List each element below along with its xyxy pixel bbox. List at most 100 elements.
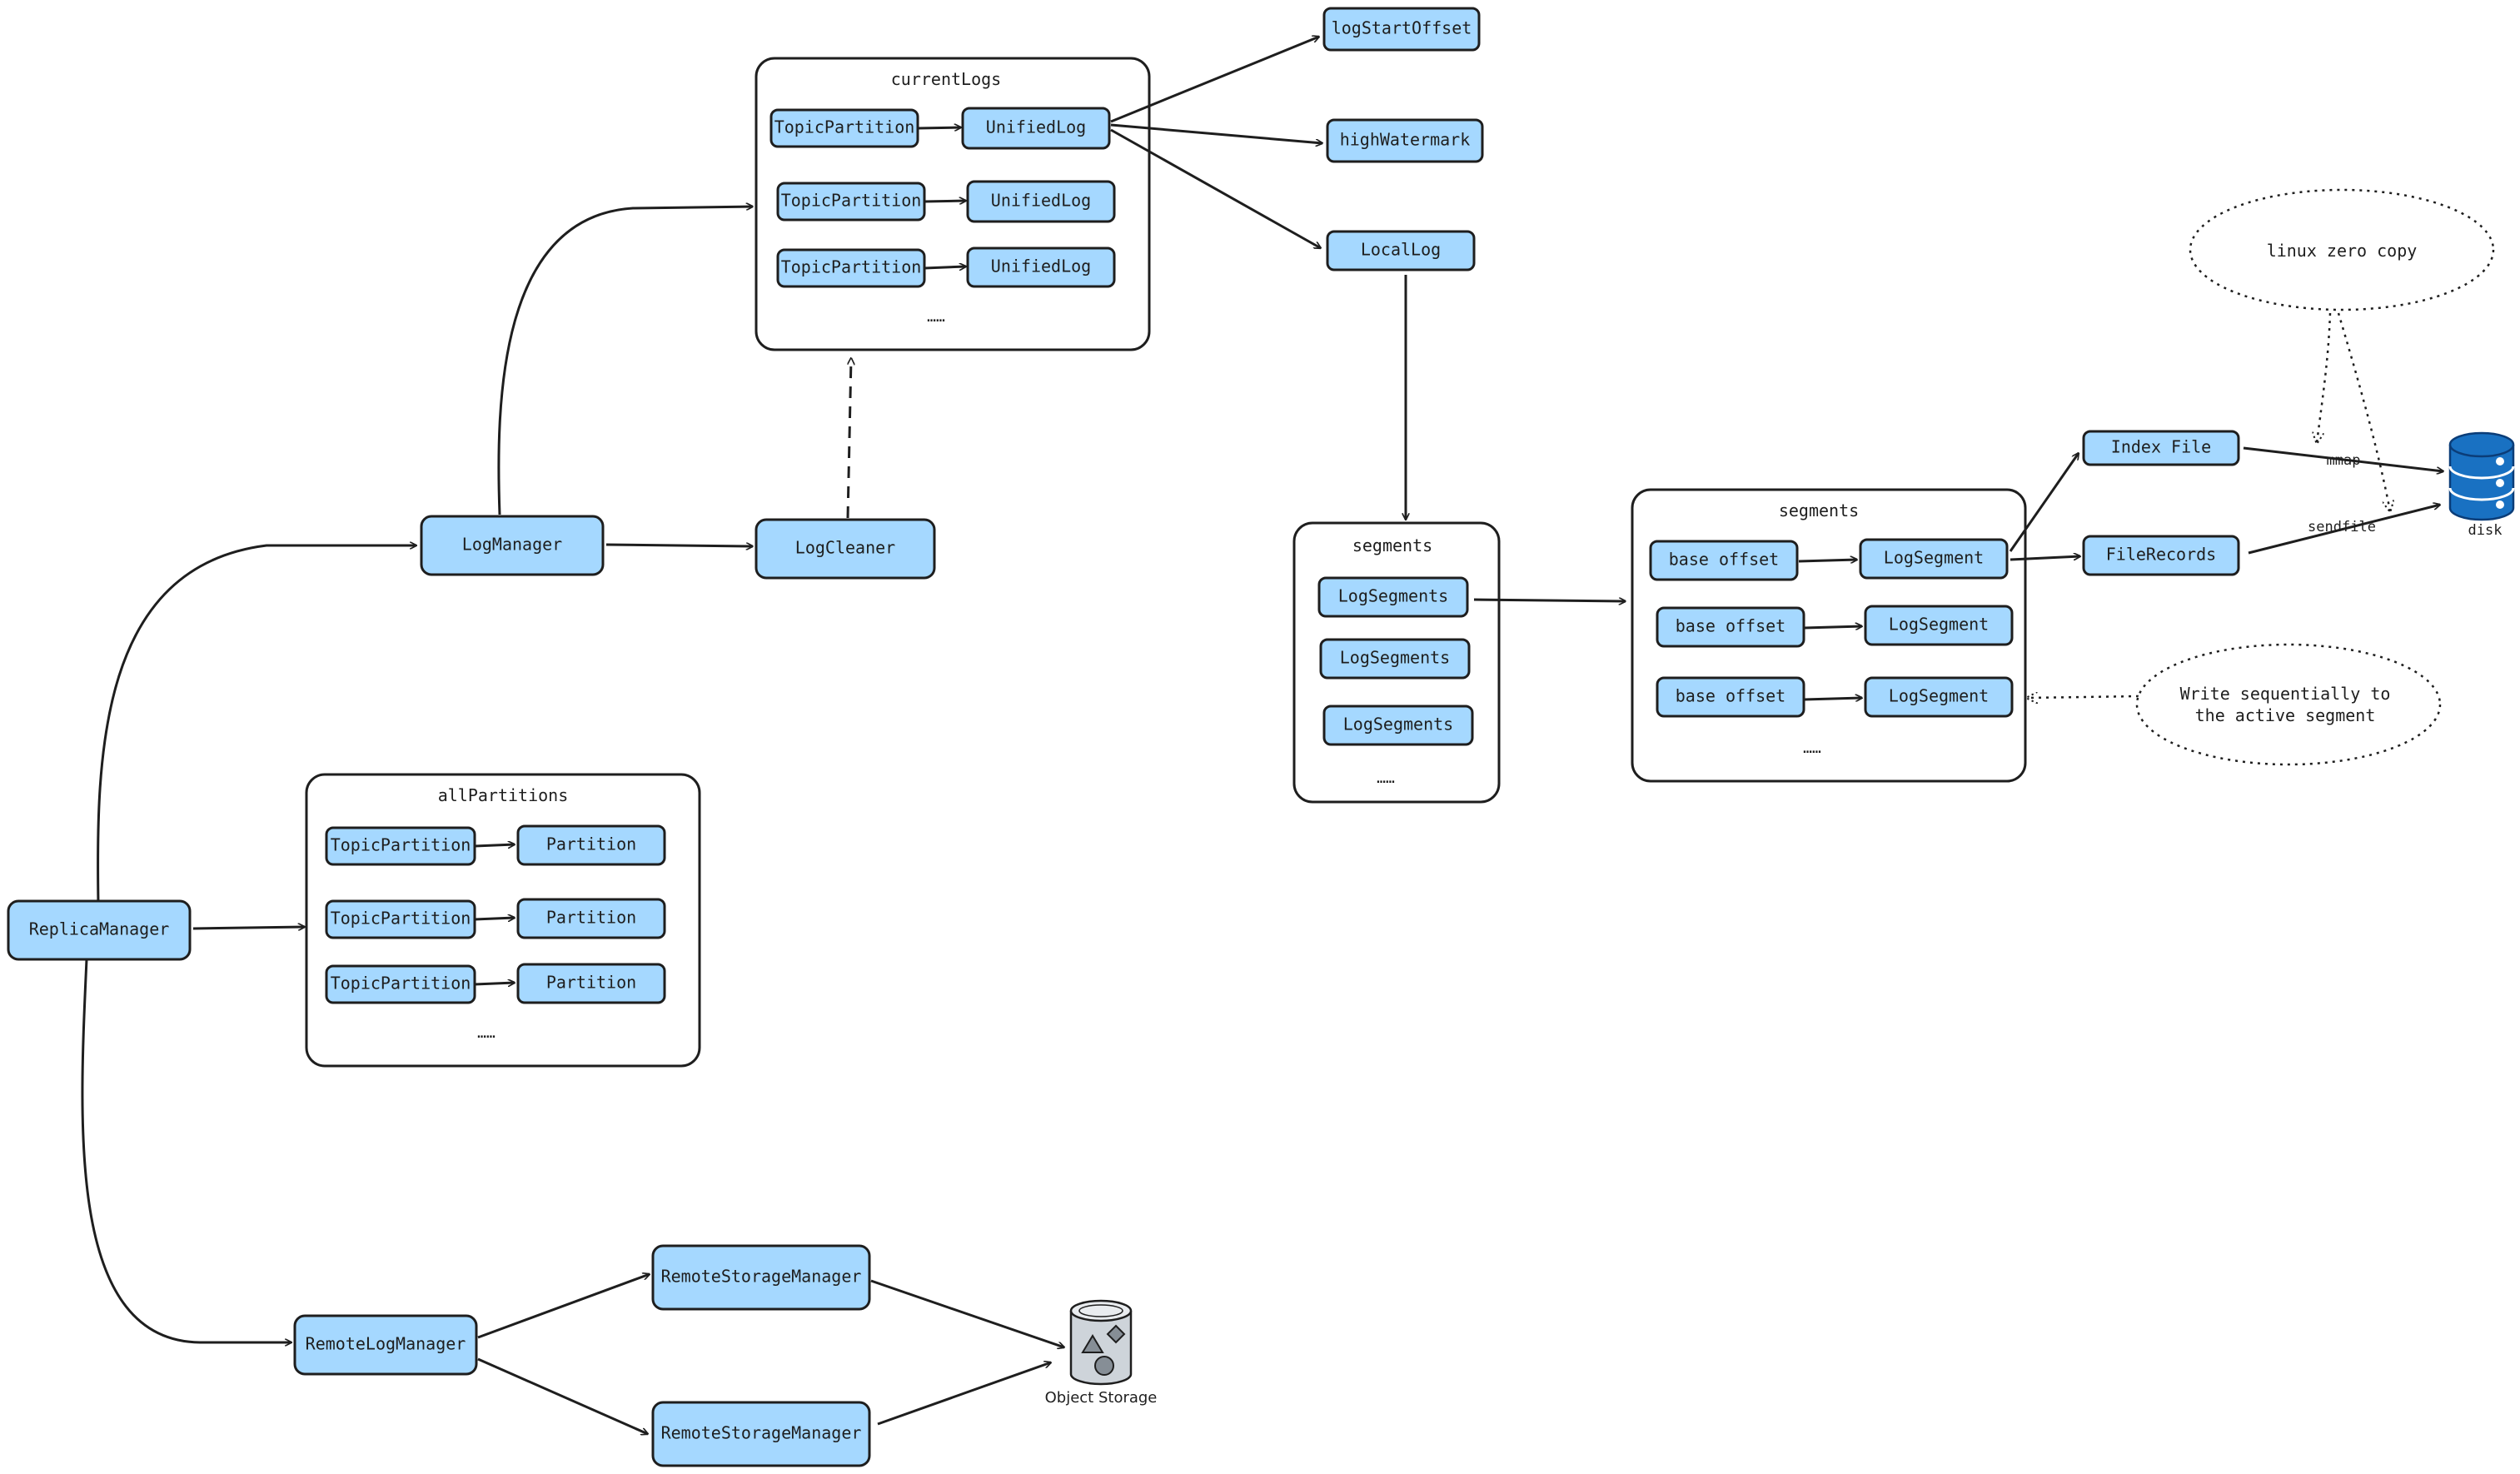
edge-zerocopy-to-mmap (2317, 312, 2332, 443)
node-label: base offset (1676, 616, 1785, 636)
node-label: UnifiedLog (986, 117, 1086, 137)
node-partition-3[interactable]: Partition (516, 963, 666, 1004)
container-title: currentLogs (891, 69, 1001, 89)
edge-storage-2-to-object (877, 1362, 1051, 1426)
node-topic-partition-5[interactable]: TopicPartition (325, 899, 476, 939)
node-topic-partition-6[interactable]: TopicPartition (325, 964, 476, 1004)
node-label: UnifiedLog (991, 191, 1091, 211)
edge-logmanager-to-currentlogs (497, 207, 753, 515)
edge-filerecords-to-disk (2248, 505, 2440, 555)
edge-writeseq-to-activesegment (2027, 696, 2139, 698)
node-unified-log-3[interactable]: UnifiedLog (966, 246, 1116, 288)
node-log-segment-2[interactable]: LogSegment (1864, 605, 2014, 646)
node-label: logStartOffset (1332, 18, 1472, 38)
node-label: LogSegment (1889, 615, 1989, 635)
node-topic-partition-4[interactable]: TopicPartition (325, 826, 476, 866)
node-log-manager[interactable]: LogManager (420, 515, 605, 576)
node-topic-partition-2[interactable]: TopicPartition (776, 182, 926, 222)
node-log-segments-1[interactable]: LogSegments (1317, 576, 1469, 618)
node-topic-partition-1[interactable]: TopicPartition (769, 108, 919, 148)
node-high-watermark[interactable]: highWatermark (1326, 118, 1484, 163)
edge-indexfile-to-disk (2243, 446, 2443, 471)
edge-baseoffset-to-logsegment-3 (1803, 698, 1862, 700)
node-log-start-offset[interactable]: logStartOffset (1322, 7, 1481, 52)
edge-baseoffset-to-logsegment-1 (1798, 560, 1857, 561)
node-label: LogSegments (1343, 715, 1453, 735)
node-label: LocalLog (1361, 240, 1441, 260)
node-replica-manager[interactable]: ReplicaManager (7, 899, 192, 961)
edge-replica-to-allpartitions (192, 927, 305, 929)
container-current-logs: currentLogs …… (755, 57, 1151, 351)
container-title: segments (1779, 500, 1859, 520)
edge-tp-to-unifiedlog-1 (917, 127, 961, 128)
node-label: Index File (2111, 437, 2211, 457)
node-label: LogCleaner (795, 538, 895, 558)
edge-unifiedlog-to-locallog (1110, 128, 1321, 250)
node-remote-storage-manager-1[interactable]: RemoteStorageManager (651, 1244, 871, 1311)
node-label: ReplicaManager (29, 919, 170, 939)
edge-unifiedlog-to-logstartoffset (1110, 37, 1319, 123)
node-log-segment-3[interactable]: LogSegment (1864, 676, 2014, 718)
node-label: FileRecords (2106, 545, 2216, 565)
node-label: base offset (1676, 686, 1785, 706)
node-index-file[interactable]: Index File (2082, 430, 2240, 466)
node-base-offset-1[interactable]: base offset (1649, 540, 1799, 581)
edge-logsegment-to-filerecords (2010, 556, 2080, 561)
object-storage-icon (1069, 1299, 1133, 1386)
edge-replica-to-remotelogmanager (81, 959, 291, 1342)
more-indicator: …… (927, 308, 945, 326)
edges (81, 37, 2443, 1434)
node-file-records[interactable]: FileRecords (2082, 535, 2240, 576)
node-log-cleaner[interactable]: LogCleaner (755, 518, 936, 580)
node-label: TopicPartition (781, 191, 922, 211)
callout-text-line2: the active segment (2195, 705, 2376, 725)
node-label: RemoteLogManager (306, 1334, 466, 1354)
node-log-segments-2[interactable]: LogSegments (1319, 638, 1471, 680)
node-log-segment-active[interactable]: LogSegment (1859, 538, 2009, 580)
callout-zero-copy: linux zero copy (2189, 188, 2495, 311)
mmap-label: mmap (2327, 452, 2361, 469)
database-icon (2448, 431, 2515, 521)
container-segments-mid: segments …… (1292, 521, 1501, 804)
edge-logsegments-to-segments (1473, 600, 1626, 601)
more-indicator: …… (1803, 739, 1821, 757)
node-label: LogSegment (1884, 548, 1984, 568)
callout-write-sequential: Write sequentially to the active segment (2135, 643, 2442, 766)
edge-storage-1-to-object (870, 1279, 1064, 1347)
node-label: RemoteStorageManager (661, 1267, 862, 1287)
callout-text-line1: Write sequentially to (2180, 684, 2391, 704)
node-label: Partition (546, 973, 636, 993)
node-label: base offset (1669, 550, 1779, 570)
node-label: LogManager (462, 535, 562, 555)
edge-replica-to-logmanager (97, 545, 416, 904)
sendfile-label: sendfile (2308, 519, 2376, 535)
node-label: LogSegments (1340, 648, 1450, 668)
node-unified-log-2[interactable]: UnifiedLog (966, 180, 1116, 223)
node-remote-storage-manager-2[interactable]: RemoteStorageManager (651, 1401, 871, 1467)
edge-tp-to-partition-3 (474, 983, 515, 984)
node-base-offset-2[interactable]: base offset (1656, 606, 1805, 648)
node-unified-log-1[interactable]: UnifiedLog (961, 107, 1111, 150)
node-partition-2[interactable]: Partition (516, 898, 666, 939)
node-label: TopicPartition (774, 117, 915, 137)
edge-tp-to-unifiedlog-3 (924, 266, 966, 268)
callout-text: linux zero copy (2267, 241, 2418, 261)
node-log-segments-3[interactable]: LogSegments (1322, 705, 1474, 746)
edge-remotelog-to-storage-1 (477, 1274, 650, 1339)
disk-label: disk (2468, 522, 2503, 539)
node-label: Partition (546, 908, 636, 928)
node-label: RemoteStorageManager (661, 1423, 862, 1443)
node-base-offset-3[interactable]: base offset (1656, 676, 1805, 718)
node-label: TopicPartition (331, 974, 471, 993)
node-partition-1[interactable]: Partition (516, 824, 666, 866)
node-topic-partition-3[interactable]: TopicPartition (776, 248, 926, 288)
node-label: Partition (546, 834, 636, 854)
node-label: TopicPartition (331, 835, 471, 855)
object-storage-label: Object Storage (1045, 1389, 1158, 1407)
edge-tp-to-unifiedlog-2 (924, 201, 966, 202)
node-local-log[interactable]: LocalLog (1326, 230, 1476, 271)
container-title: segments (1352, 535, 1432, 555)
container-title: allPartitions (438, 785, 569, 805)
node-remote-log-manager[interactable]: RemoteLogManager (293, 1314, 478, 1376)
container-all-partitions: allPartitions …… (305, 773, 701, 1068)
